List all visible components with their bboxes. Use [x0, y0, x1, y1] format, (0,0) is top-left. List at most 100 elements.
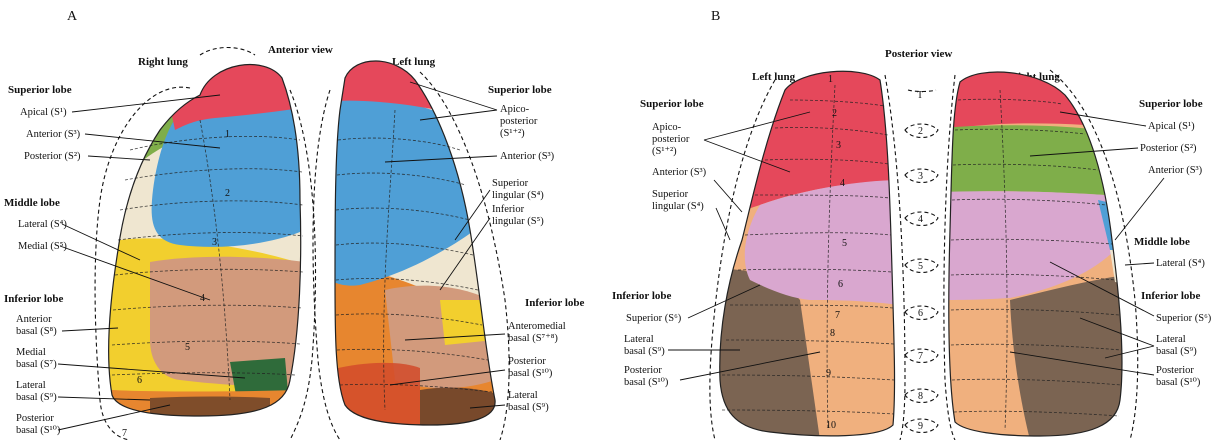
fig-b-vertebra-8: 8: [918, 391, 923, 402]
fig-a-inf-ling-2: lingular (S⁵): [492, 216, 544, 227]
fig-a-anterior-label: Anterior (S³): [26, 129, 81, 140]
panel-label-a: A: [67, 9, 78, 24]
fig-b-view-title: Posterior view: [885, 48, 952, 60]
fig-b-vertebral-column: T 2 3 4 5 6 7 8 9: [905, 90, 938, 433]
fig-b-sup-ling-2: lingular (S⁴): [652, 201, 704, 212]
fig-a-anteromedial-2: basal (S⁷⁺⁸): [508, 333, 558, 344]
fig-a-post-basal-2: basal (S¹⁰): [16, 425, 61, 436]
fig-b-apicopost-1: Apico-: [652, 122, 682, 133]
fig-a-right-lung-drawing: [95, 48, 320, 440]
fig-b-anterior-label: Anterior (S³): [1148, 165, 1203, 176]
fig-a-right-lung-title: Right lung: [138, 56, 188, 68]
fig-b-r-lat-basal-1: Lateral: [1156, 334, 1186, 345]
fig-a-posterior-label: Posterior (S²): [24, 151, 81, 162]
fig-b-rib-5: 5: [842, 238, 847, 249]
fig-a-anteromedial-1: Anteromedial: [508, 321, 566, 332]
fig-a-rib-4: 4: [200, 293, 205, 304]
fig-b-vertebra-4: 4: [918, 214, 923, 225]
panel-label-b: B: [711, 9, 720, 24]
fig-b-r-superior-lobe-label: Superior lobe: [1139, 98, 1203, 110]
fig-a-med-basal-2: basal (S⁷): [16, 359, 57, 370]
fig-b-apicopost-3: (S¹⁺²): [652, 146, 677, 157]
fig-b-rib-7: 7: [835, 310, 840, 321]
fig-b-rib-3: 3: [836, 140, 841, 151]
fig-b-middle-lobe-label: Middle lobe: [1134, 236, 1190, 248]
fig-b-rib-9: 9: [826, 368, 831, 379]
fig-a-rib-6: 6: [137, 375, 142, 386]
fig-a-medial-label: Medial (S⁵): [18, 241, 67, 252]
fig-a-med-basal-1: Medial: [16, 347, 46, 358]
fig-a-r-post-basal-2: basal (S¹⁰): [508, 368, 553, 379]
fig-a-ant-basal-1: Anterior: [16, 314, 52, 325]
fig-b-vertebra-9: 9: [918, 421, 923, 432]
fig-b-superior-lobe-label: Superior lobe: [640, 98, 704, 110]
darkgreen-region: [230, 358, 288, 395]
cream-sliver-b: [700, 225, 740, 262]
fig-a-ant-basal-2: basal (S⁸): [16, 326, 57, 337]
fig-a-post-basal-1: Posterior: [16, 413, 54, 424]
fig-a-r-anterior-label: Anterior (S³): [500, 151, 555, 162]
fig-a-inferior-lobe-label: Inferior lobe: [4, 293, 63, 305]
green-region-r: [940, 125, 1105, 195]
fig-a-rib-1: 1: [225, 129, 230, 140]
fig-b-vertebra-5: 5: [918, 261, 923, 272]
fig-b-r-superior-label: Superior (S⁶): [1156, 313, 1212, 324]
fig-b-superior-label: Superior (S⁶): [626, 313, 682, 324]
fig-b-anterior-label: Anterior (S³): [652, 167, 707, 178]
fig-a-apicopost-1: Apico-: [500, 104, 530, 115]
fig-b-lat-basal-2: basal (S⁹): [624, 346, 665, 357]
red-orange-base: [330, 363, 420, 425]
fig-b-right-lung-drawing: [940, 60, 1140, 440]
fig-a-sup-ling-1: Superior: [492, 178, 529, 189]
fig-b-inferior-lobe-label: Inferior lobe: [612, 290, 671, 302]
fig-b-apicopost-2: posterior: [652, 134, 690, 145]
taupe-region-r: [1010, 275, 1130, 440]
fig-b-vertebra-t: T: [917, 90, 923, 101]
fig-a-rib-3: 3: [212, 237, 217, 248]
fig-b-rib-8: 8: [830, 328, 835, 339]
fig-a-lateral-label: Lateral (S⁴): [18, 219, 67, 230]
fig-b-post-basal-2: basal (S¹⁰): [624, 377, 669, 388]
fig-a-sup-ling-2: lingular (S⁴): [492, 190, 544, 201]
fig-b-r-lat-basal-2: basal (S⁹): [1156, 346, 1197, 357]
fig-b-r-post-basal-2: basal (S¹⁰): [1156, 377, 1201, 388]
fig-a-rib-5: 5: [185, 342, 190, 353]
fig-a-lat-basal-2: basal (S⁹): [16, 392, 57, 403]
fig-a-rib-7: 7: [122, 428, 127, 439]
fig-a-r-post-basal-1: Posterior: [508, 356, 546, 367]
figure-a: A Anterior view Right lung Left lung: [4, 9, 584, 440]
fig-a-left-lung-drawing: [313, 50, 510, 440]
fig-a-r-lat-basal-1: Lateral: [508, 390, 538, 401]
fig-b-posterior-label: Posterior (S²): [1140, 143, 1197, 154]
figure-b: B Posterior view Left lung Right lung: [612, 9, 1212, 440]
fig-b-post-basal-1: Posterior: [624, 365, 662, 376]
fig-a-superior-lobe-label: Superior lobe: [8, 84, 72, 96]
blue-sliver-b: [700, 200, 745, 232]
fig-a-lat-basal-1: Lateral: [16, 380, 46, 391]
fig-a-inf-ling-1: Inferior: [492, 204, 525, 215]
fig-b-rib-1: 1: [828, 74, 833, 85]
fig-a-middle-lobe-label: Middle lobe: [4, 197, 60, 209]
fig-b-lat-basal-1: Lateral: [624, 334, 654, 345]
fig-b-vertebra-3: 3: [918, 171, 923, 182]
fig-b-r-inferior-lobe-label: Inferior lobe: [1141, 290, 1200, 302]
fig-a-view-title: Anterior view: [268, 44, 333, 56]
fig-b-lateral-label: Lateral (S⁴): [1156, 258, 1205, 269]
fig-b-apical-label: Apical (S¹): [1148, 121, 1195, 132]
fig-a-apical-label: Apical (S¹): [20, 107, 67, 118]
fig-b-sup-ling-1: Superior: [652, 189, 689, 200]
fig-a-r-inferior-lobe-label: Inferior lobe: [525, 297, 584, 309]
fig-a-apicopost-3: (S¹⁺²): [500, 128, 525, 139]
fig-b-vertebra-7: 7: [918, 351, 923, 362]
fig-a-r-lat-basal-2: basal (S⁹): [508, 402, 549, 413]
fig-b-rib-4: 4: [840, 178, 845, 189]
fig-a-rib-2: 2: [225, 188, 230, 199]
fig-b-rib-6: 6: [838, 279, 843, 290]
fig-b-vertebra-2: 2: [918, 126, 923, 137]
fig-a-apicopost-2: posterior: [500, 116, 538, 127]
fig-b-rib-2: 2: [832, 108, 837, 119]
fig-b-r-post-basal-1: Posterior: [1156, 365, 1194, 376]
fig-b-left-lung-drawing: [700, 60, 910, 440]
fig-b-rib-10: 10: [826, 420, 836, 431]
